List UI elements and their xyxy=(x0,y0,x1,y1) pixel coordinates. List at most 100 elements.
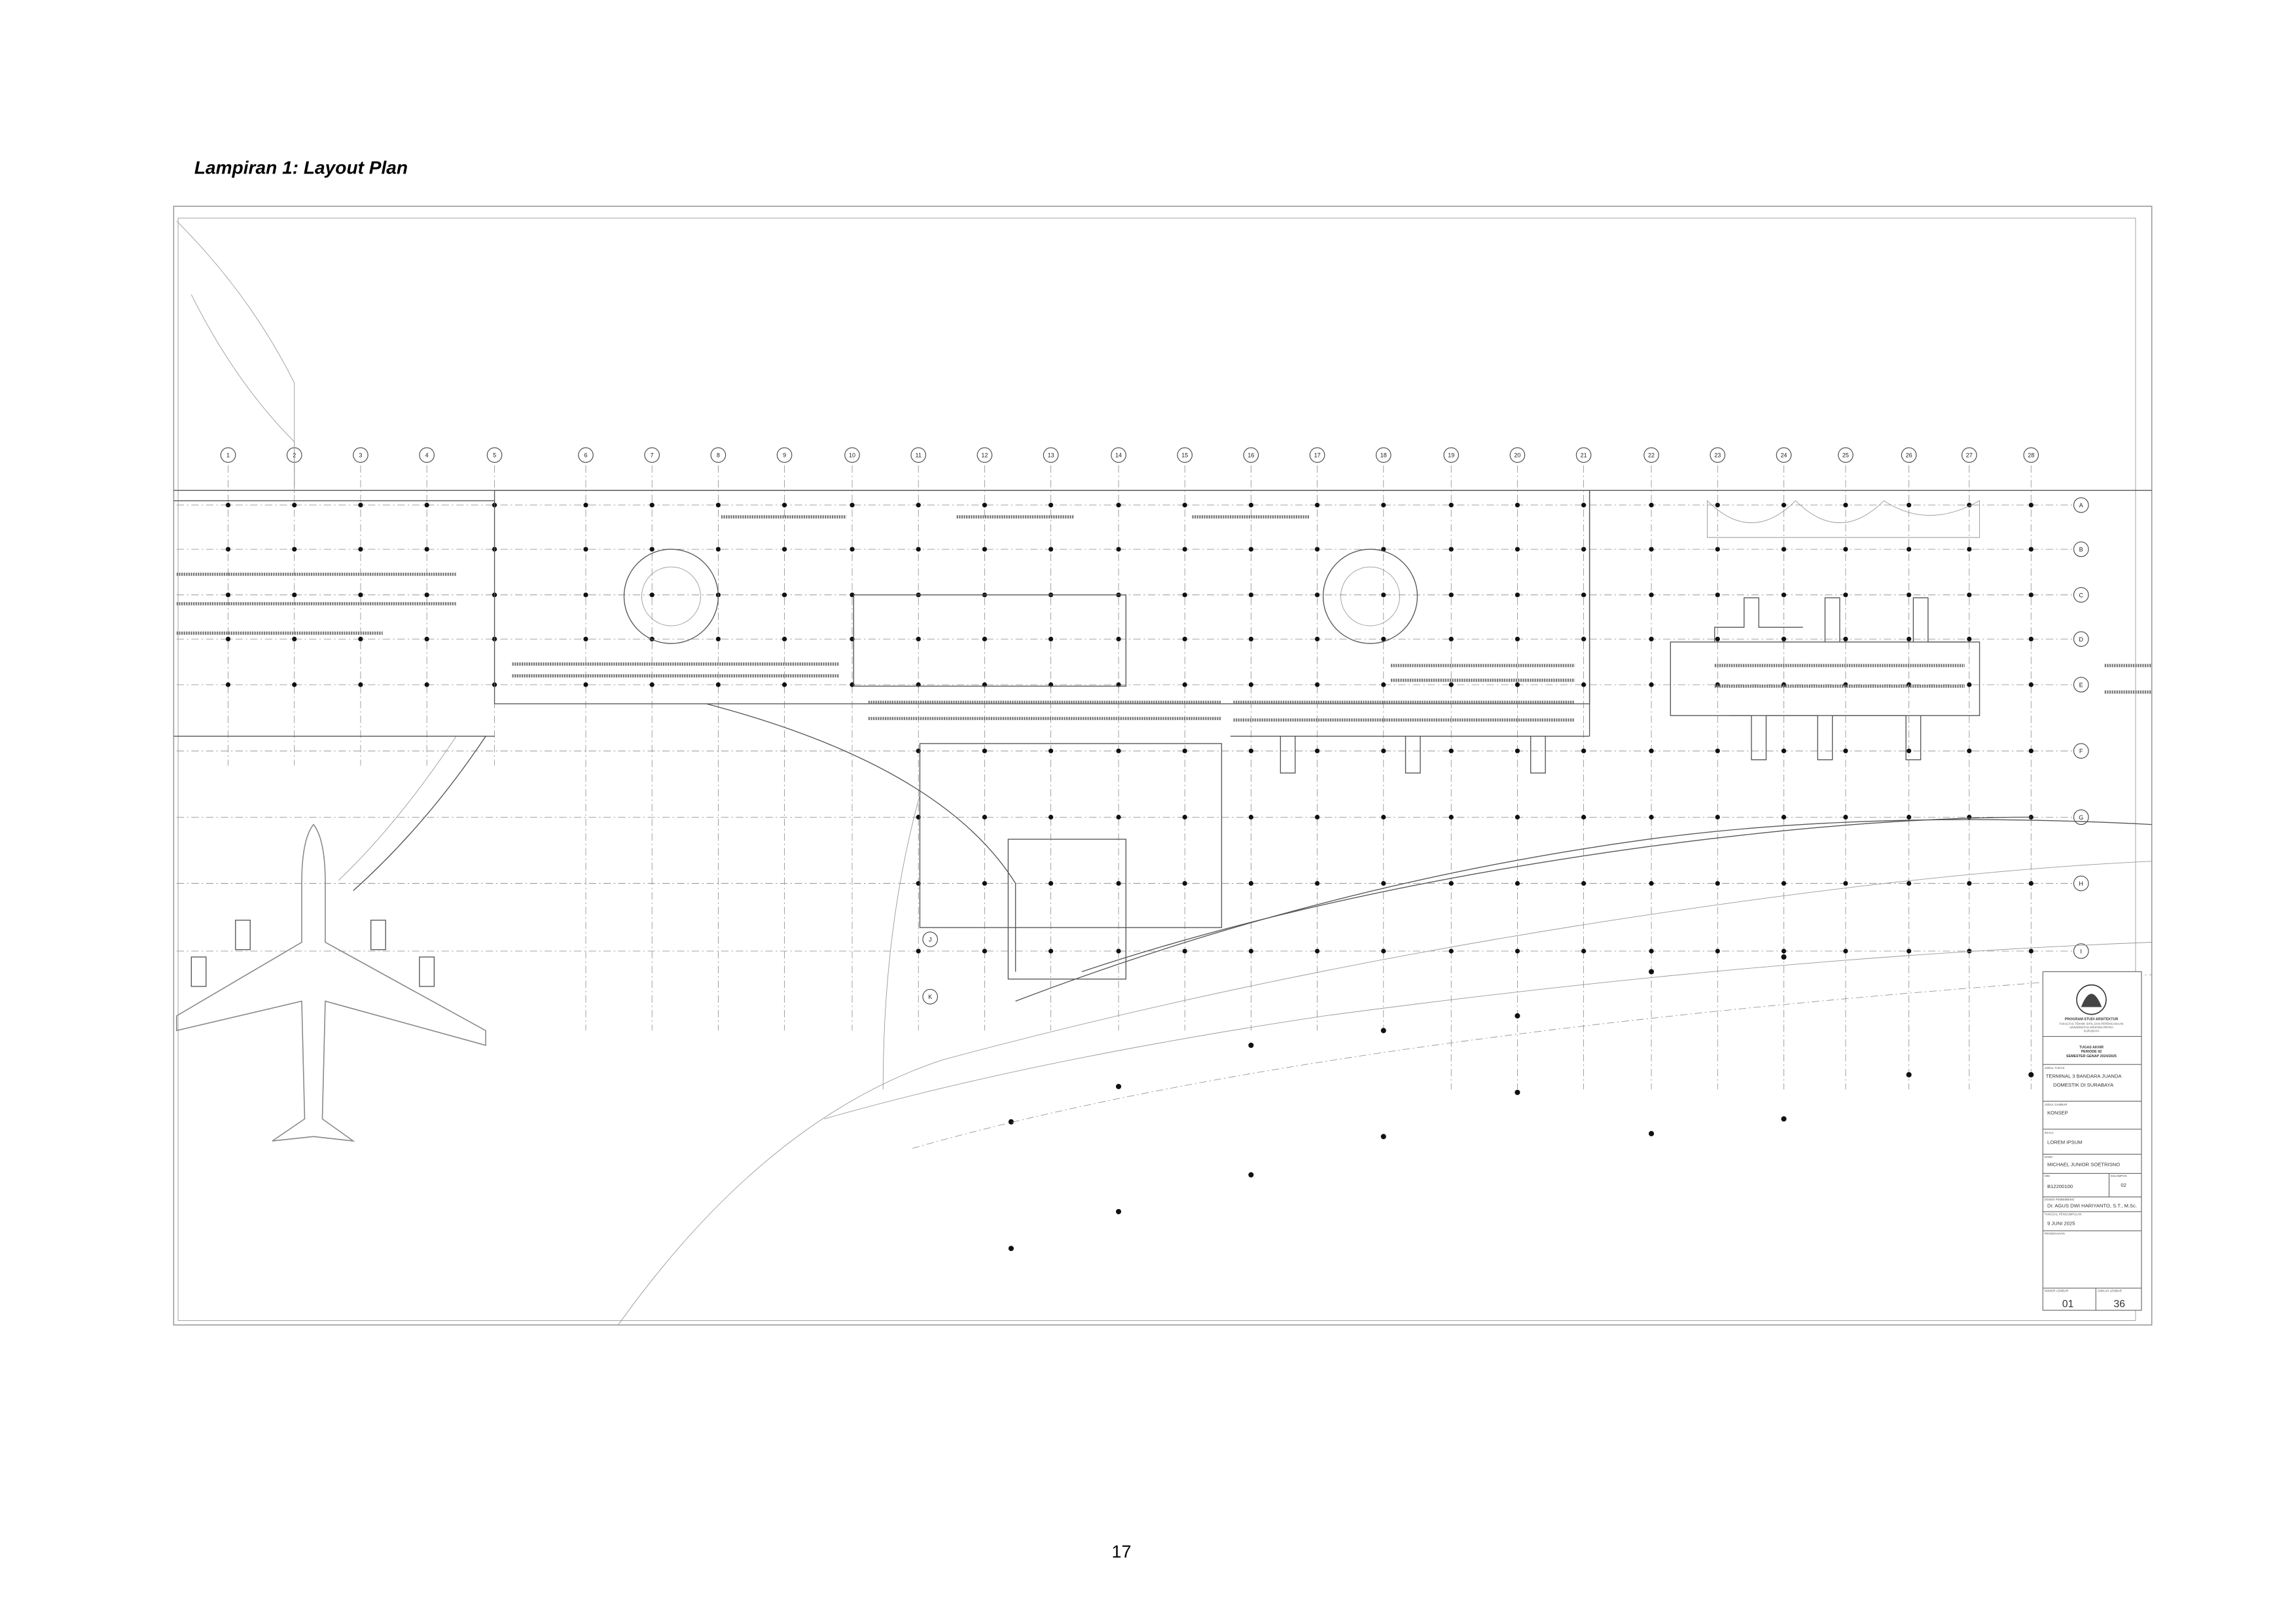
grid-bubble-col xyxy=(1901,447,1917,463)
column-marker xyxy=(2028,592,2034,598)
column-marker xyxy=(850,503,855,508)
grid-bubble-col xyxy=(486,447,503,463)
column-marker xyxy=(1048,503,1054,508)
grid-bubble-col xyxy=(1838,447,1854,463)
page-number: 17 xyxy=(1112,1542,1132,1561)
column-marker xyxy=(1182,748,1187,753)
column-marker xyxy=(583,682,588,687)
column-marker xyxy=(1515,814,1520,820)
grid-label-col: 28 xyxy=(2028,452,2034,459)
column-marker xyxy=(1515,1089,1520,1095)
column-marker xyxy=(1967,880,1972,886)
grid-label-row: E xyxy=(2079,681,2083,688)
column-marker xyxy=(1381,880,1386,886)
column-marker xyxy=(1906,547,1912,552)
column-marker xyxy=(982,503,987,508)
assignment-line-2: PERIODE 92 xyxy=(2081,1050,2102,1054)
column-marker xyxy=(1315,503,1320,508)
grid-bubble-col xyxy=(1375,447,1391,463)
grid-bubble-col xyxy=(1243,447,1259,463)
university-logo xyxy=(2076,984,2107,1015)
column-marker xyxy=(1248,1172,1254,1178)
grid-bubble-col xyxy=(419,447,435,463)
column-marker xyxy=(1649,1130,1655,1136)
column-marker xyxy=(916,636,921,641)
column-marker xyxy=(1381,748,1386,753)
column-marker xyxy=(1115,1208,1122,1215)
column-marker xyxy=(1448,682,1454,687)
column-marker xyxy=(1116,880,1121,886)
column-marker xyxy=(1315,636,1320,641)
assignment-line-3: SEMESTER GENAP 2024/2025 xyxy=(2066,1055,2117,1058)
column-marker xyxy=(1967,682,1972,687)
column-marker xyxy=(1649,948,1654,954)
grid-label-row: D xyxy=(2079,636,2083,643)
column-marker xyxy=(1248,948,1254,954)
column-marker xyxy=(1715,880,1720,886)
grid-label-col: 25 xyxy=(1842,452,1849,459)
column-marker xyxy=(1448,547,1454,552)
column-marker xyxy=(1781,748,1787,753)
grid-label-row: A xyxy=(2079,502,2083,509)
column-marker xyxy=(1048,547,1054,552)
column-marker xyxy=(1381,814,1386,820)
column-marker xyxy=(2028,748,2034,753)
grid-bubble-col xyxy=(1575,447,1592,463)
column-marker xyxy=(781,636,787,641)
column-marker xyxy=(1248,814,1254,820)
column-marker xyxy=(982,547,987,552)
terminal-building xyxy=(173,490,2152,980)
column-marker xyxy=(1315,814,1320,820)
column-marker xyxy=(1315,547,1320,552)
column-marker xyxy=(1906,503,1912,508)
name-label: NAMA xyxy=(2044,1155,2053,1159)
grid-label-col: 7 xyxy=(651,452,654,459)
column-marker xyxy=(1182,682,1187,687)
university-name: UNIVERSITAS KRISTEN PETRA xyxy=(2070,1026,2113,1029)
grid-label-row: C xyxy=(2079,592,2083,598)
grid-bubble-col xyxy=(220,447,236,463)
advisor-name: Dr. AGUS DWI HARIYANTO, S.T., M.Sc. xyxy=(2047,1202,2137,1208)
column-marker xyxy=(424,636,429,641)
grid-bubble-col xyxy=(1111,447,1126,463)
column-marker xyxy=(1315,948,1320,954)
column-marker xyxy=(1843,636,1848,641)
column-marker xyxy=(1115,1083,1122,1089)
column-marker xyxy=(1781,636,1787,641)
column-marker xyxy=(1048,748,1054,753)
column-marker xyxy=(358,503,363,508)
column-marker xyxy=(916,948,921,954)
column-marker xyxy=(225,503,231,508)
project-title-2: DOMESTIK DI SURABAYA xyxy=(2053,1082,2114,1088)
column-marker xyxy=(1008,1246,1014,1252)
column-marker xyxy=(649,547,655,552)
column-marker xyxy=(781,682,787,687)
column-marker xyxy=(1843,814,1848,820)
grid-label-row: F xyxy=(2079,748,2083,755)
column-marker xyxy=(1515,682,1520,687)
grid-label-col: 13 xyxy=(1048,452,1054,459)
column-marker xyxy=(1248,682,1254,687)
column-marker xyxy=(1048,636,1054,641)
grid-label-extra: J xyxy=(929,937,932,943)
column-marker xyxy=(1715,636,1720,641)
column-marker xyxy=(982,814,987,820)
column-marker xyxy=(292,547,297,552)
column-marker xyxy=(1116,636,1121,641)
column-marker xyxy=(1715,592,1720,598)
column-marker xyxy=(583,503,588,508)
column-marker xyxy=(649,682,655,687)
grid-bubble-row xyxy=(2073,943,2089,959)
column-marker xyxy=(1967,948,1972,954)
grid-label-col: 8 xyxy=(717,452,720,459)
column-marker xyxy=(1906,636,1912,641)
column-marker xyxy=(1781,592,1787,598)
column-marker xyxy=(1048,814,1054,820)
grid-label-col: 17 xyxy=(1314,452,1321,459)
column-marker xyxy=(1781,948,1787,954)
column-marker xyxy=(2028,682,2034,687)
advisor-label: DOSEN PEMBIMBING xyxy=(2044,1198,2074,1201)
column-marker xyxy=(1248,503,1254,508)
column-marker xyxy=(1381,636,1386,641)
